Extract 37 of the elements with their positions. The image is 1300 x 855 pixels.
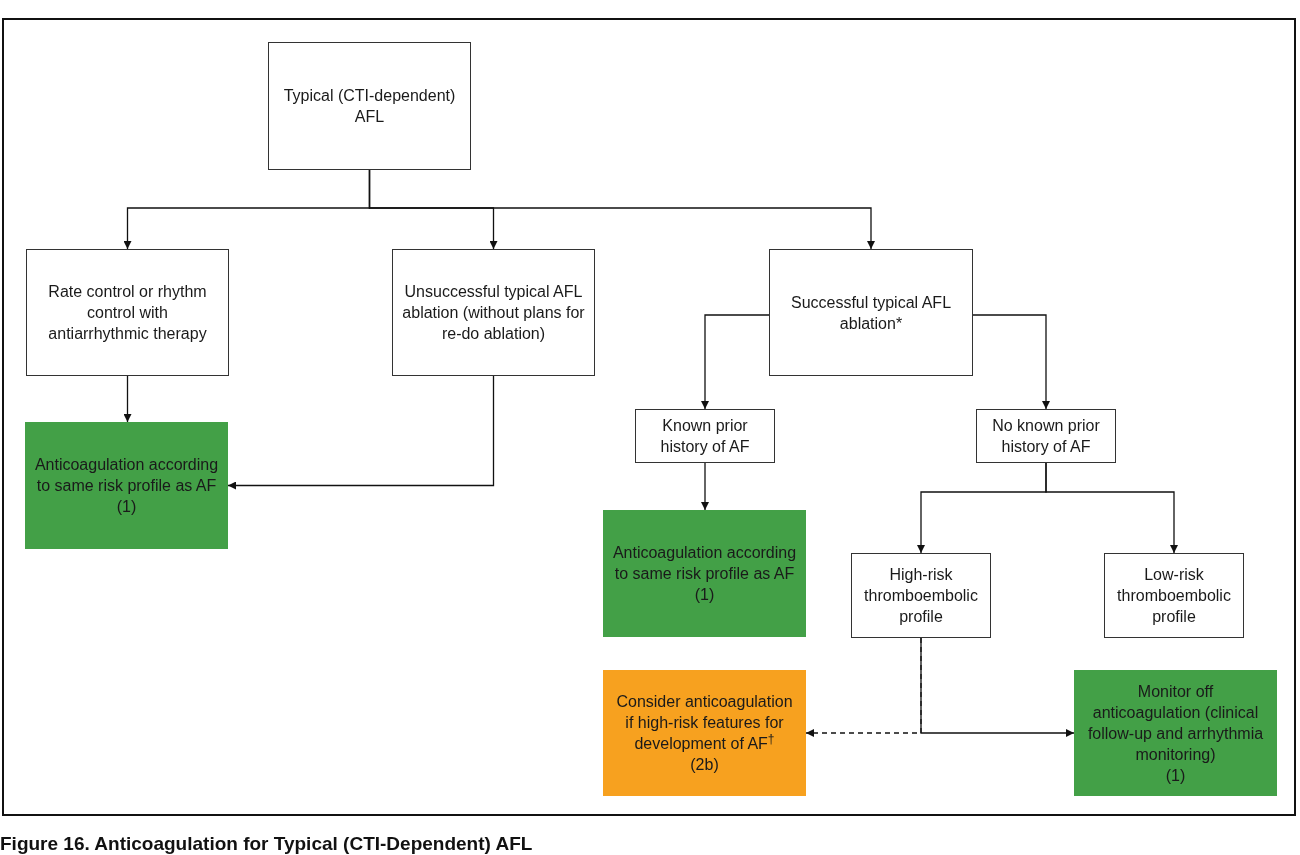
node-text: (2b) [690, 755, 719, 775]
node-text: High-risk thromboembolic profile [863, 565, 979, 627]
node-text: Anticoagulation according to same risk profile as AF [611, 543, 798, 584]
node-text: Typical (CTI-dependent) AFL [282, 86, 457, 127]
arrow [701, 462, 709, 511]
node-text: Successful typical AFL ablation* [789, 292, 953, 334]
recommendation-box [603, 670, 806, 796]
node-text: Unsuccessful typical AFL ablation (without plans for re-do ablation) [401, 282, 586, 344]
node-text: Anticoagulation according to same risk profile as AF [33, 455, 220, 496]
arrow [123, 375, 132, 423]
process-box [26, 249, 229, 376]
process-box [268, 42, 471, 170]
arrow [368, 169, 875, 250]
recommendation-box [603, 510, 806, 637]
node-text: (1) [694, 585, 715, 605]
process-box [392, 249, 595, 376]
figure-caption: Figure 16. Anticoagulation for Typical (CTI-Dependent) AFL [0, 832, 533, 855]
recommendation-box [1074, 670, 1277, 796]
process-box [769, 249, 973, 376]
node-text: Rate control or rhythm control with antiarrhythmic therapy [47, 282, 208, 344]
process-box [635, 409, 775, 463]
process-box [851, 553, 991, 638]
process-box [1104, 553, 1244, 638]
node-text: Monitor off anticoagulation (clinical follow-up and arrhythmia monitoring) [1086, 681, 1265, 765]
process-box [976, 409, 1116, 463]
node-text: Known prior history of AF [659, 416, 751, 457]
recommendation-box [25, 422, 228, 549]
node-text: Low-risk thromboembolic profile [1116, 565, 1232, 627]
arrow [972, 314, 1050, 410]
node-text: No known prior history of AF [991, 416, 1101, 457]
arrow [1045, 462, 1178, 554]
node-text: Consider anticoagulation if high-risk features for development of AF$^{†}$ [615, 692, 794, 754]
arrow [701, 314, 770, 410]
arrow [227, 375, 495, 490]
arrow [920, 637, 1075, 737]
node-text: (1) [1165, 765, 1186, 786]
node-text: (1) [116, 497, 137, 517]
